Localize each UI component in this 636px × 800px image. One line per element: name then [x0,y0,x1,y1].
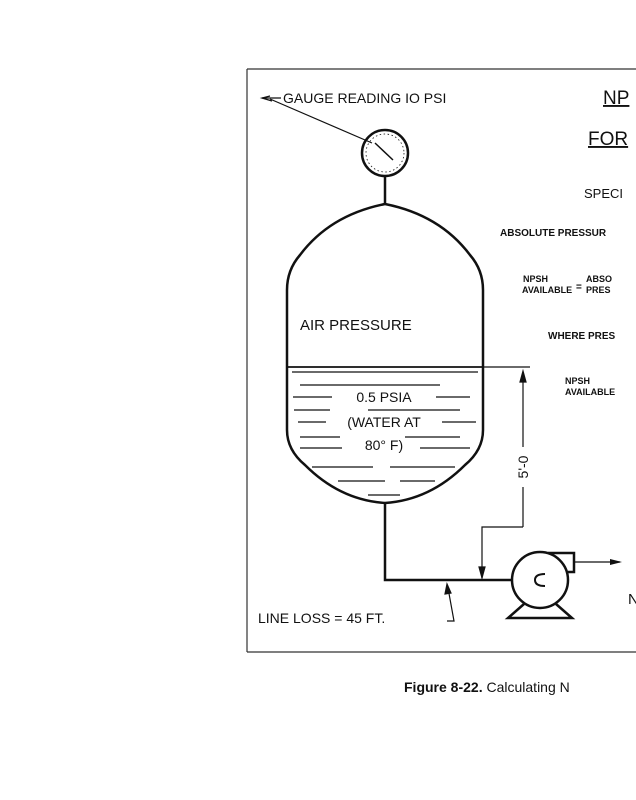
pressure-gauge-icon [360,128,410,205]
formula-abso: ABSO [586,274,612,284]
tank [285,202,485,505]
suction-pipe [383,503,513,582]
available-2: AVAILABLE [565,387,615,397]
water-lines [292,371,478,496]
line-loss-label: LINE LOSS = 45 FT. [258,610,385,626]
gauge-leader-arrow [259,95,373,144]
line-loss-leader [444,582,455,622]
air-pressure-label: AIR PRESSURE [300,317,412,334]
caption-text: Calculating N [486,679,570,695]
discharge-label: N [628,591,636,608]
title-line-1: NP [603,88,629,109]
figure-caption: Figure 8-22. Calculating N [404,679,570,695]
water-label-1: 0.5 PSIA [356,389,412,405]
gauge-reading-label: GAUGE READING IO PSI [283,90,446,106]
absolute-pressure-text: ABSOLUTE PRESSUR [500,228,607,239]
formula-available: AVAILABLE [522,285,572,295]
formula-pres: PRES [586,285,611,295]
pump-icon [504,550,622,620]
npsh-2: NPSH [565,376,590,386]
title-line-2: FOR [588,129,628,150]
dimension-label: 5'-0 [515,455,531,478]
formula-npsh: NPSH [523,274,548,284]
figure-frame [246,68,636,653]
formula-equals: = [576,282,582,293]
water-label-2: (WATER AT [347,414,421,430]
water-label-3: 80° F) [365,437,403,453]
dimension-line [478,366,530,581]
figure-number: Figure 8-22. [404,679,483,695]
specific-heading: SPECI [584,186,623,201]
where-text: WHERE PRES [548,331,616,342]
